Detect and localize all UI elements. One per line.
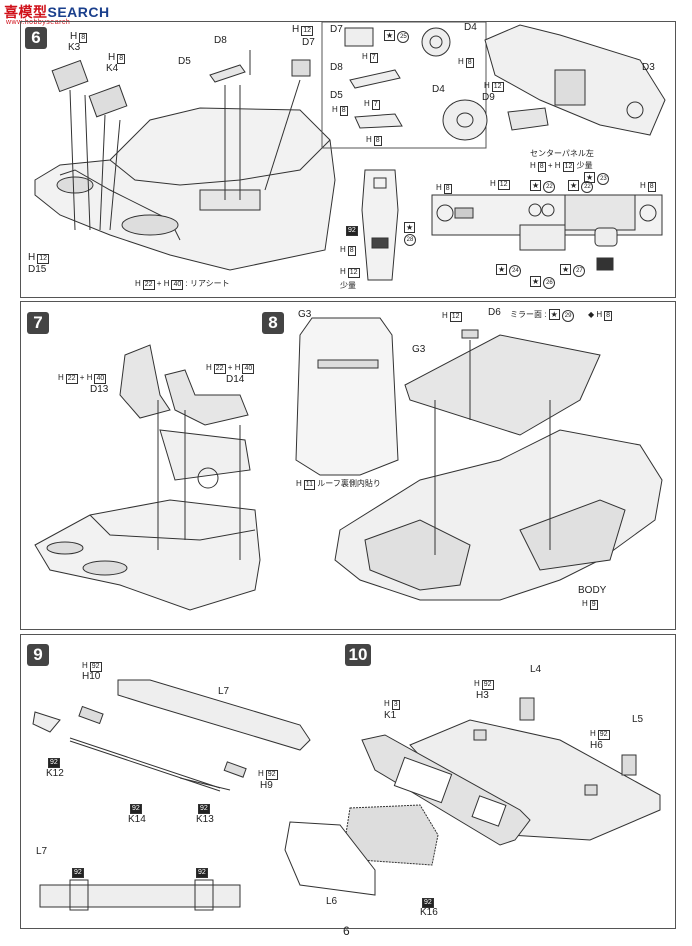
page-number: 6	[343, 924, 350, 938]
label-k13-h: 92	[198, 804, 210, 814]
label-d4b: D4	[432, 84, 445, 95]
step-9-number: 9	[27, 644, 49, 666]
label-h9: H9	[260, 780, 273, 791]
label-dash-22a: ★ 22	[530, 180, 556, 193]
label-k12-h: 92	[48, 758, 60, 768]
panel-step-9-10	[20, 634, 676, 929]
step-10-number: 10	[345, 644, 371, 666]
label-center-panel: センターパネル左	[530, 149, 594, 158]
label-console-28: ★28	[404, 222, 416, 246]
watermark-logo: 喜模型SEARCH www.hobbysearch	[4, 4, 110, 26]
label-l7b: L7	[36, 846, 48, 857]
label-d7: D7	[302, 37, 315, 48]
label-detail-d8: D8	[330, 62, 343, 73]
label-d6: D6	[488, 307, 501, 318]
label-k14-h: 92	[130, 804, 142, 814]
label-detail-d7: D7	[330, 24, 343, 35]
step-7-number: 7	[27, 312, 49, 334]
label-k16-h: 92	[422, 898, 434, 908]
label-l7: L7	[218, 686, 230, 697]
label-d9: D9	[482, 92, 495, 103]
label-d13: D13	[90, 384, 109, 395]
label-h10: H10	[82, 671, 101, 682]
label-l4: L4	[530, 664, 542, 675]
label-d14: D14	[226, 374, 245, 385]
label-g3a: G3	[298, 309, 312, 320]
label-g3b: G3	[412, 344, 426, 355]
label-console-small: 少量	[340, 281, 356, 290]
label-h6: H6	[590, 740, 603, 751]
label-detail-d5: D5	[330, 90, 343, 101]
label-k4: K4	[106, 63, 119, 74]
panel-step-7-8	[20, 301, 676, 630]
label-dash-24: ★ 24	[496, 264, 522, 277]
label-k3: K3	[68, 42, 81, 53]
label-dash-26: ★ 26	[530, 276, 556, 289]
label-dash-23: ★ 23	[584, 172, 610, 185]
label-console-92: 92	[346, 226, 358, 236]
label-d15: D15	[28, 264, 47, 275]
label-k12: K12	[46, 768, 64, 779]
label-dash-27: ★ 27	[560, 264, 586, 277]
label-l6: L6	[326, 896, 338, 907]
label-d8: D8	[214, 35, 227, 46]
label-k14: K14	[128, 814, 146, 825]
label-k16: K16	[420, 907, 438, 918]
label-l5: L5	[632, 714, 644, 725]
label-detail-25: ★ 25	[384, 30, 410, 43]
label-k1: K1	[384, 710, 397, 721]
label-l7b-92a: 92	[72, 868, 84, 878]
label-body: BODY	[578, 585, 607, 596]
label-l7b-92b: 92	[196, 868, 208, 878]
step-8-number: 8	[262, 312, 284, 334]
label-d5: D5	[178, 56, 191, 67]
label-mirror: ミラー面 : ★ 29	[510, 309, 575, 322]
step-6-number: 6	[25, 27, 47, 49]
label-h3: H3	[476, 690, 489, 701]
label-dash-22b: ★ 22	[568, 180, 594, 193]
label-d3: D3	[642, 62, 655, 73]
label-k13: K13	[196, 814, 214, 825]
label-d4: D4	[464, 22, 477, 33]
